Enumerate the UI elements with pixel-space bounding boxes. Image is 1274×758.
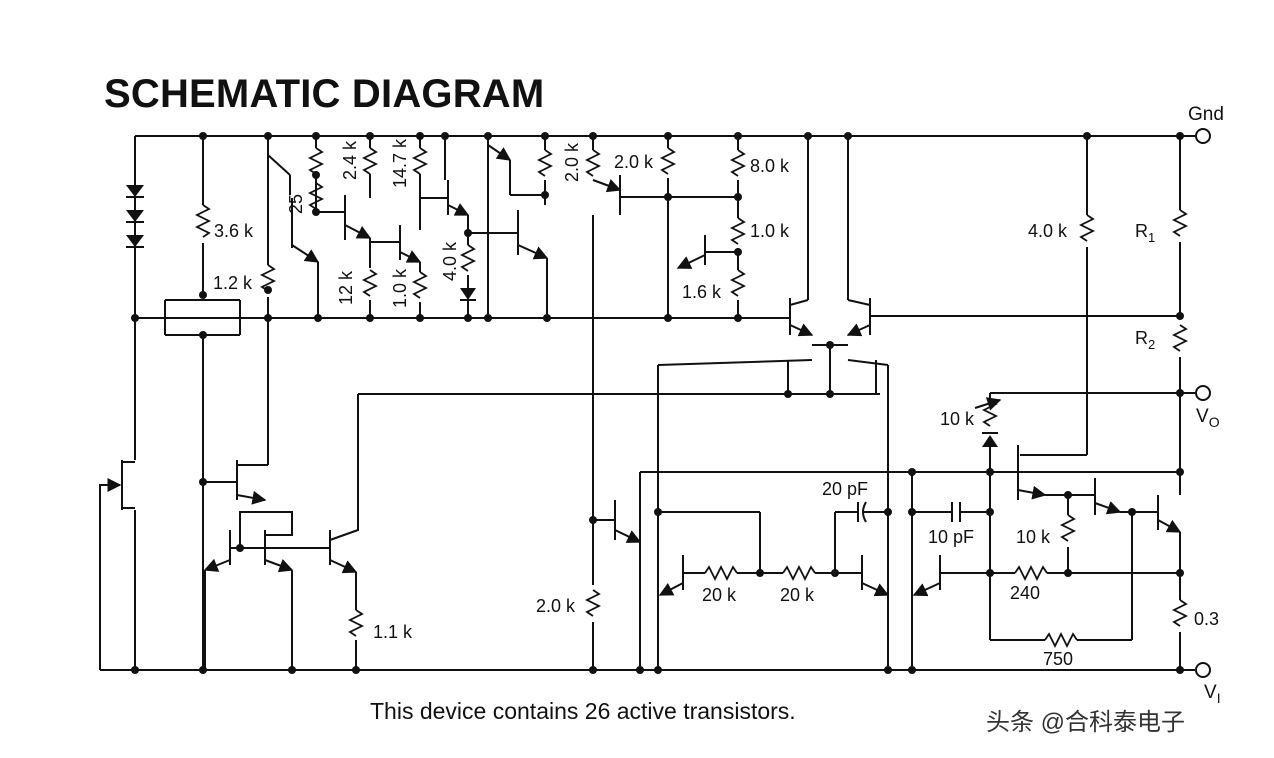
label-10k-b: 10 k	[1016, 527, 1051, 547]
diagram-title: SCHEMATIC DIAGRAM	[104, 72, 545, 116]
jfet-startup	[99, 460, 136, 670]
label-1-1k: 1.1 k	[373, 622, 413, 642]
label-2-0k-c: 2.0 k	[536, 596, 576, 616]
label-2-0k-b: 2.0 k	[614, 152, 654, 172]
label-3-6k: 3.6 k	[214, 221, 254, 241]
label-20k-b: 20 k	[780, 585, 815, 605]
label-25: 25	[286, 194, 306, 214]
label-1-6k: 1.6 k	[682, 282, 722, 302]
label-10pf: 10 pF	[928, 527, 974, 547]
vo-line	[358, 392, 1195, 395]
label-1-0k-b: 1.0 k	[750, 221, 790, 241]
component-labels: 3.6 k 1.2 k 25 2.4 k 14.7 k 12 k 1.0 k 4…	[213, 138, 1219, 669]
label-240: 240	[1010, 583, 1040, 603]
watermark: 头条 @合科泰电子	[986, 709, 1186, 736]
resistor-column-left	[194, 136, 277, 465]
label-20pf: 20 pF	[822, 479, 868, 499]
vi-label: VI	[1204, 682, 1221, 706]
error-amplifier	[657, 136, 889, 670]
label-4-0k-a: 4.0 k	[440, 241, 460, 281]
label-0-3: 0.3	[1194, 609, 1219, 629]
gnd-label: Gnd	[1188, 104, 1224, 125]
junction-dots	[131, 132, 1184, 674]
label-1-0k-a: 1.0 k	[390, 268, 410, 308]
vo-terminal: VO	[1195, 385, 1220, 430]
label-10k-a: 10 k	[940, 409, 975, 429]
caption: This device contains 26 active transisto…	[370, 698, 796, 724]
label-r2: R2	[1135, 328, 1155, 352]
current-mirror	[203, 394, 365, 670]
label-12k: 12 k	[336, 270, 356, 305]
bias-line	[135, 315, 1180, 319]
gnd-terminal: Gnd	[1188, 104, 1224, 144]
label-2-4k: 2.4 k	[340, 140, 360, 180]
label-8-0k: 8.0 k	[750, 156, 790, 176]
label-750: 750	[1043, 649, 1073, 669]
vi-terminal: VI	[1195, 662, 1221, 706]
label-20k-a: 20 k	[702, 585, 737, 605]
label-4-0k-b: 4.0 k	[1028, 221, 1068, 241]
output-stage	[974, 136, 1189, 670]
label-1-2k: 1.2 k	[213, 273, 253, 293]
vo-label: VO	[1196, 406, 1220, 430]
label-r1: R1	[1135, 221, 1155, 245]
label-2-0k-a: 2.0 k	[562, 142, 582, 182]
startup-diodes	[126, 136, 144, 460]
label-14-7k: 14.7 k	[390, 138, 410, 188]
